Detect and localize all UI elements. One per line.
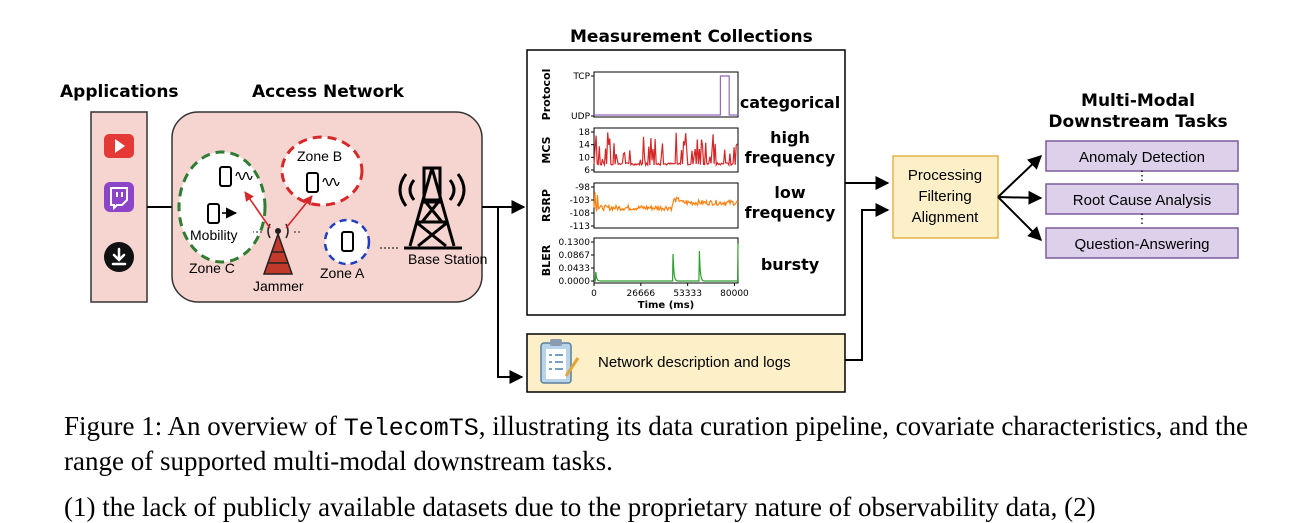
task-box-qa (1045, 227, 1239, 259)
chart-ytick: 0.1300 (559, 238, 591, 248)
chart-series-line (593, 132, 738, 168)
chart-series-line (594, 75, 738, 116)
phone-icon (207, 203, 238, 224)
caption-code: TelecomTS (343, 414, 479, 443)
task-qa-label: Question-Answering (1074, 236, 1209, 253)
zone-a-circle (323, 218, 371, 266)
zone-b-circle (280, 135, 364, 207)
chart-ytick: 10 (579, 153, 591, 163)
chart-ylabel: RSRP (540, 189, 553, 222)
base-station-label: Base Station (408, 251, 487, 267)
task-box-anomaly (1045, 140, 1239, 172)
task-rootcause-label: Root Cause Analysis (1073, 192, 1211, 209)
downstream-title-line1: Multi-Modal (1081, 91, 1195, 111)
chart-ytick: 14 (579, 141, 591, 151)
chart-ytick: 18 (579, 128, 591, 138)
rsrp-descriptor-line2: frequency (745, 203, 836, 222)
logs-label: Network description and logs (598, 354, 791, 371)
chart-ylabel: MCS (540, 136, 553, 163)
mcs-descriptor-line1: high (770, 128, 810, 147)
phone-icon (341, 231, 354, 252)
zone-b-label: Zone B (297, 148, 342, 164)
task-ellipsis: ⋮ (1136, 168, 1149, 183)
jammer-icon (244, 191, 313, 275)
logs-panel (526, 333, 846, 393)
phone-icon (306, 172, 340, 193)
chart-ytick: 0.0433 (559, 264, 591, 274)
rsrp-descriptor-line1: low (774, 183, 805, 202)
to-qa-arrow (997, 196, 1042, 241)
to-anomaly-arrow (997, 155, 1043, 198)
overview-figure: Applications Access Network Measurement … (60, 27, 1239, 393)
chart-series-line (593, 192, 739, 213)
chart-xlabel: Time (ms) (638, 300, 694, 311)
chart-ytick: -113 (570, 222, 590, 232)
mcs-descriptor-line2: frequency (745, 148, 836, 167)
measurement-title: Measurement Collections (570, 27, 813, 47)
bler-descriptor: bursty (761, 255, 820, 274)
applications-title: Applications (60, 82, 179, 102)
alignment-label: Alignment (912, 209, 980, 226)
chart-ytick: 0.0000 (559, 277, 591, 287)
chart-xtick: 0 (591, 289, 597, 299)
caption-prefix: Figure 1: An overview of (64, 411, 344, 441)
processing-label: Processing (908, 167, 982, 184)
chart-ytick: -98 (575, 183, 590, 193)
filtering-label: Filtering (918, 188, 971, 205)
chart-xtick: 53333 (673, 289, 702, 299)
logs-to-processing-arrow (845, 203, 890, 361)
twitch-icon (104, 182, 134, 212)
mobility-label: Mobility (190, 227, 237, 243)
body-text-line: (1) the lack of publicly available datas… (64, 492, 1096, 522)
zone-c-circle (177, 150, 267, 264)
task-ellipsis: ⋮ (1136, 211, 1149, 226)
protocol-descriptor: categorical (740, 93, 840, 112)
chart-ytick: -108 (570, 209, 591, 219)
figure-caption: Figure 1: An overview of TelecomTS, illu… (64, 410, 1264, 477)
chart-ytick: UDP (571, 112, 591, 122)
chart-ylabel: BLER (540, 244, 553, 276)
phone-icon (219, 166, 253, 187)
base-station-tower-icon (380, 166, 466, 250)
access-network-title: Access Network (252, 82, 405, 102)
zone-a-label: Zone A (320, 265, 365, 281)
downstream-title-line2: Downstream Tasks (1048, 112, 1227, 132)
zone-c-label: Zone C (189, 260, 235, 276)
chart-ytick: TCP (572, 72, 590, 82)
network-to-logs-arrow (482, 206, 524, 384)
chart-ytick: -103 (570, 196, 590, 206)
to-rootcause-arrow (997, 190, 1043, 205)
processing-panel (892, 155, 999, 239)
clipboard-icon (540, 339, 580, 384)
jammer-label: Jammer (253, 278, 304, 294)
chart-xtick: 26666 (627, 289, 656, 299)
play-icon (104, 134, 134, 158)
chart-frame (593, 71, 739, 118)
chart-frame (593, 237, 739, 284)
chart-xtick: 80000 (720, 289, 749, 299)
chart-ylabel: Protocol (540, 69, 553, 121)
caption-suffix: , illustrating its data curation pipelin… (64, 411, 1248, 476)
task-anomaly-label: Anomaly Detection (1079, 149, 1205, 166)
chart-ytick: 6 (584, 166, 590, 176)
chart-series-line (594, 243, 739, 282)
chart-ytick: 0.0867 (559, 251, 591, 261)
download-icon (104, 242, 134, 272)
task-box-rootcause (1045, 183, 1239, 215)
